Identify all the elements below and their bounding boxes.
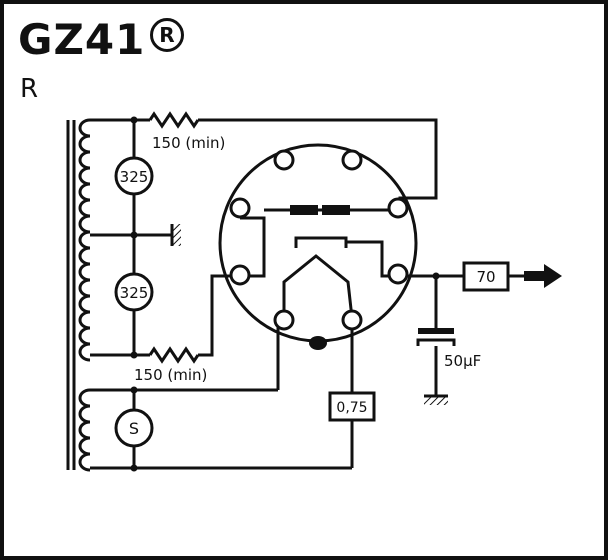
ground-symbol-capacitor bbox=[424, 394, 448, 405]
filter-capacitor bbox=[416, 328, 456, 346]
capacitor-label: 50µF bbox=[444, 352, 481, 370]
heater-resistor-box bbox=[328, 391, 376, 422]
tube-pin bbox=[229, 264, 251, 286]
ground-symbol-center bbox=[170, 224, 181, 246]
variant-label: R bbox=[20, 74, 39, 104]
filament-block-right bbox=[322, 205, 350, 215]
tube-envelope bbox=[218, 143, 418, 343]
upper-resistor bbox=[148, 111, 200, 129]
heater-winding bbox=[78, 388, 91, 472]
upper-winding-voltage-label: 325 bbox=[120, 168, 149, 186]
heater-winding-label: S bbox=[129, 419, 139, 438]
heater-resistor-label: 0,75 bbox=[336, 400, 367, 416]
hv-secondary-winding bbox=[78, 118, 91, 362]
output-resistor-label: 70 bbox=[476, 268, 495, 286]
lower-resistor-label: 150 (min) bbox=[134, 366, 207, 384]
upper-resistor-label: 150 (min) bbox=[152, 134, 225, 152]
tube-pin bbox=[387, 263, 409, 285]
output-arrow-icon bbox=[524, 264, 562, 288]
tube-pin bbox=[387, 197, 409, 219]
registered-mark-icon: R bbox=[150, 18, 184, 52]
tube-pin bbox=[341, 309, 363, 331]
junction-dots bbox=[130, 116, 440, 472]
upper-voltage-circle bbox=[114, 156, 154, 196]
filament-block-left bbox=[290, 205, 318, 215]
lower-voltage-circle bbox=[114, 272, 154, 312]
wiring bbox=[90, 118, 524, 470]
heater-winding-circle bbox=[114, 408, 154, 448]
tube-pin bbox=[341, 149, 363, 171]
lower-winding-voltage-label: 325 bbox=[120, 284, 149, 302]
tube-pins bbox=[229, 149, 409, 331]
tube-pin bbox=[273, 309, 295, 331]
lower-resistor bbox=[148, 346, 200, 364]
tube-pip bbox=[309, 336, 327, 350]
tube-pin bbox=[229, 197, 251, 219]
tube-pin bbox=[273, 149, 295, 171]
tube-type-title: GZ41 bbox=[18, 15, 146, 64]
transformer-core bbox=[66, 120, 76, 470]
output-resistor-box bbox=[462, 261, 510, 292]
